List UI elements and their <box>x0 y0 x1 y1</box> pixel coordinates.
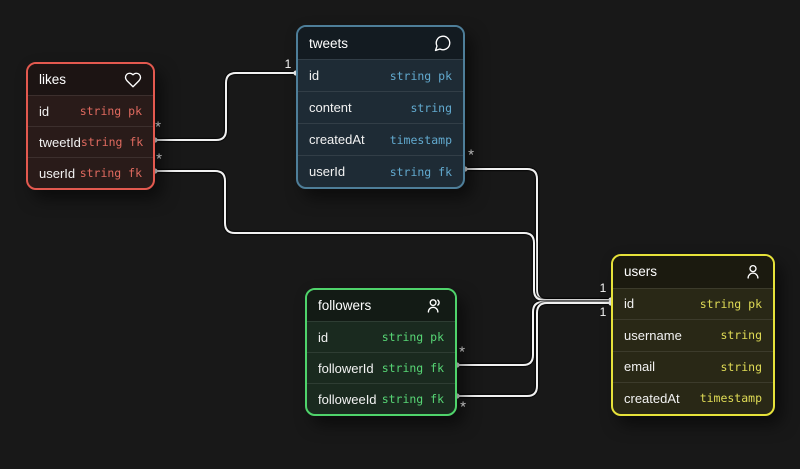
relationship-line[interactable] <box>155 72 296 141</box>
field-name: id <box>309 68 320 83</box>
field-name: id <box>39 103 50 119</box>
field-row[interactable]: id string pk <box>298 59 463 91</box>
field-row[interactable]: userId string fk <box>298 155 463 187</box>
table-title: tweets <box>309 35 349 51</box>
table-header[interactable]: likes <box>28 64 153 95</box>
field-type: string pk <box>699 296 762 311</box>
cardinality-label: * <box>460 398 466 416</box>
field-type: string pk <box>381 330 444 344</box>
field-row[interactable]: createdAt timestamp <box>613 382 773 414</box>
table-title: users <box>624 264 658 280</box>
field-name: userId <box>309 164 346 179</box>
field-type: string <box>720 328 762 343</box>
field-row[interactable]: followerId string fk <box>307 352 455 383</box>
table-header[interactable]: followers <box>307 290 455 321</box>
field-name: username <box>624 327 682 343</box>
field-name: createdAt <box>309 132 365 147</box>
field-type: string pk <box>389 68 452 83</box>
cardinality-label: * <box>468 146 474 164</box>
field-type: string pk <box>79 104 142 118</box>
table-title: followers <box>318 298 372 313</box>
table-header[interactable]: users <box>613 256 773 288</box>
field-name: content <box>309 100 352 115</box>
field-name: createdAt <box>624 390 680 406</box>
relationship-line[interactable] <box>457 302 611 397</box>
user-icon <box>744 263 762 281</box>
field-name: userId <box>39 165 76 181</box>
field-type: string fk <box>80 135 144 149</box>
cardinality-label: * <box>155 118 161 136</box>
field-name: followeeId <box>318 391 377 407</box>
field-name: id <box>624 296 635 312</box>
users-icon <box>426 297 444 315</box>
relationship-line[interactable] <box>155 170 611 301</box>
field-type: string fk <box>389 164 452 179</box>
relationship-line[interactable] <box>457 301 611 366</box>
field-type: timestamp <box>699 391 762 406</box>
field-type: string fk <box>381 392 444 406</box>
cardinality-label: 1 <box>284 57 292 71</box>
field-row[interactable]: id string pk <box>28 95 153 126</box>
table-tweets[interactable]: tweets id string pk content string createdAt t… <box>296 25 465 189</box>
table-header[interactable]: tweets <box>298 27 463 59</box>
field-name: tweetId <box>39 134 81 150</box>
field-type: string <box>720 359 762 374</box>
relationship-line-halo <box>155 168 611 303</box>
message-circle-icon <box>434 34 452 52</box>
table-users[interactable]: users id string pk username string email strin… <box>611 254 775 416</box>
field-row[interactable]: username string <box>613 319 773 351</box>
field-type: string fk <box>79 166 142 180</box>
field-name: email <box>624 359 656 375</box>
field-type: string <box>410 100 452 115</box>
field-name: followerId <box>318 360 374 376</box>
cardinality-label: * <box>459 343 465 361</box>
table-title: likes <box>39 72 67 87</box>
heart-icon <box>124 71 142 89</box>
field-type: string fk <box>381 361 444 375</box>
field-row[interactable]: email string <box>613 350 773 383</box>
cardinality-label: 1 <box>599 281 607 295</box>
field-name: id <box>318 329 329 345</box>
field-row[interactable]: createdAt timestamp <box>298 123 463 155</box>
field-row[interactable]: id string pk <box>613 287 773 320</box>
cardinality-label: 1 <box>599 305 607 319</box>
field-row[interactable]: followeeId string fk <box>307 383 455 414</box>
cardinality-label: * <box>156 150 162 168</box>
field-type: timestamp <box>389 132 452 147</box>
field-row[interactable]: id string pk <box>307 321 455 352</box>
field-row[interactable]: content string <box>298 91 463 123</box>
